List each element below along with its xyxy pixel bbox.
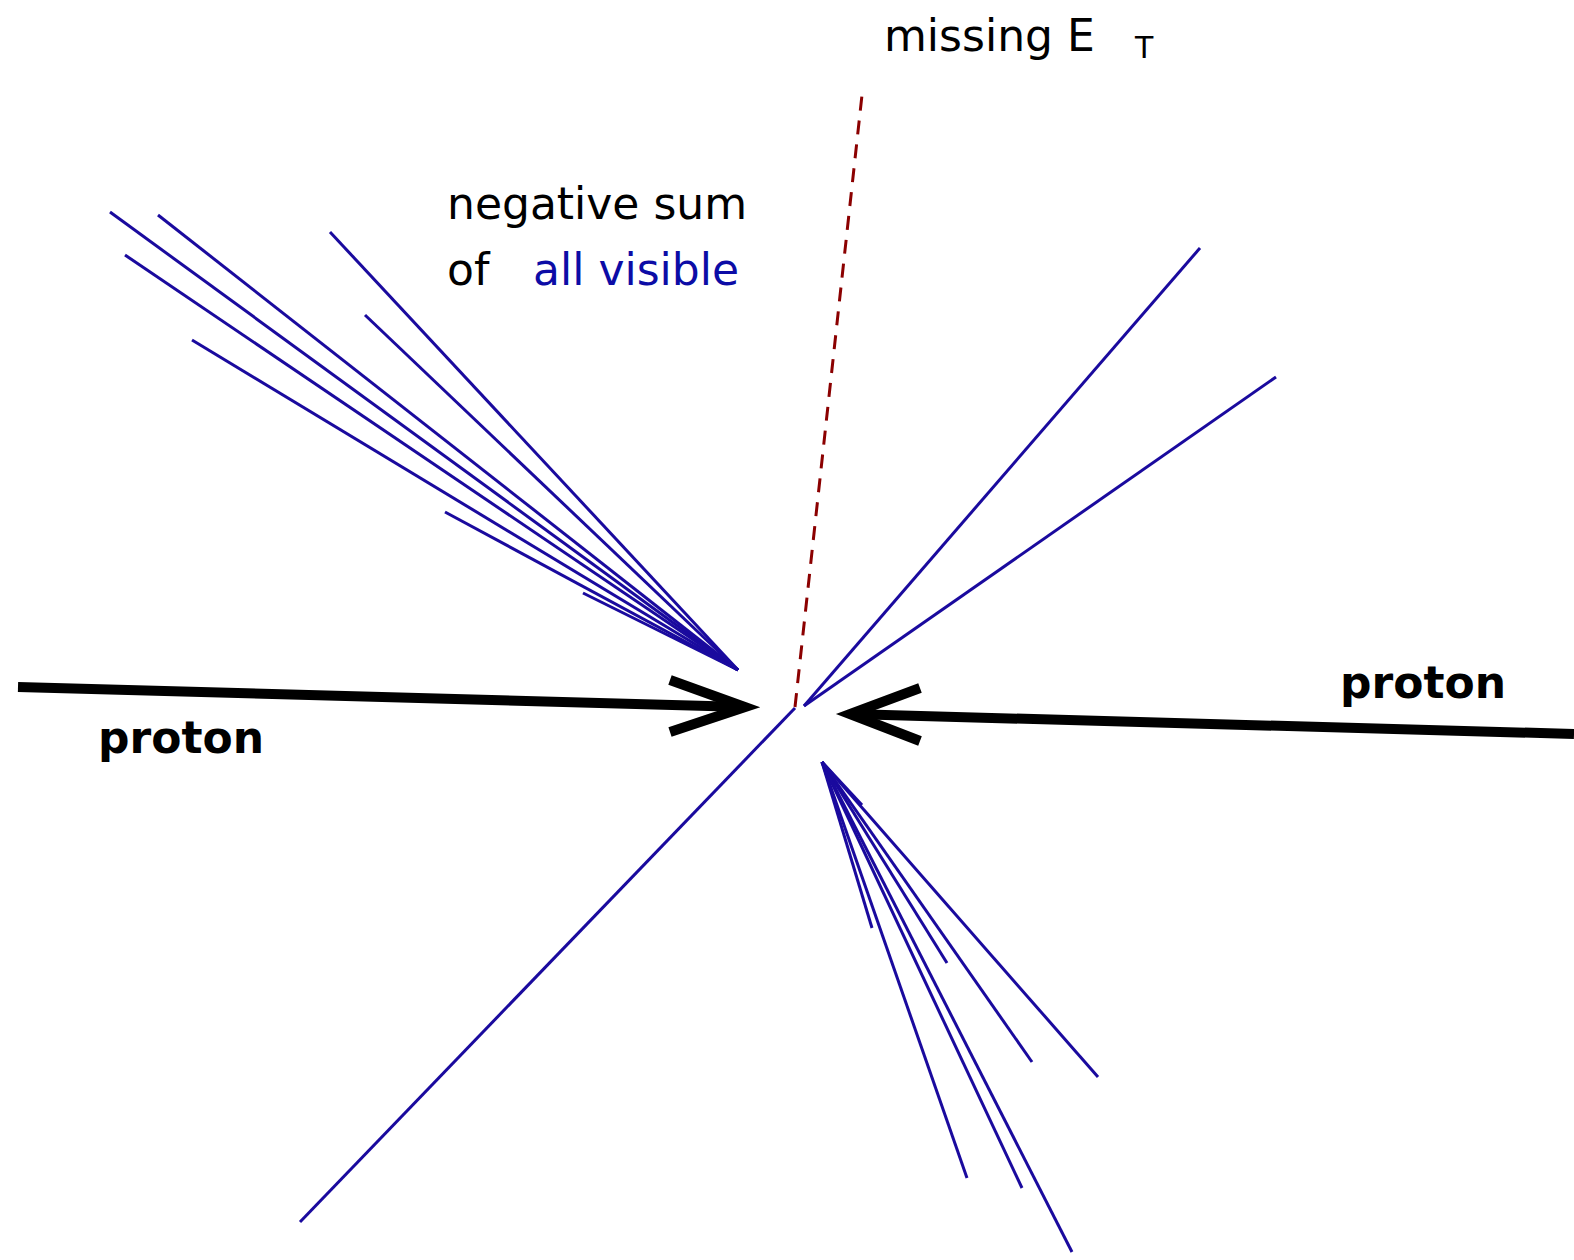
- track: [804, 248, 1200, 706]
- track: [330, 232, 738, 670]
- track: [822, 762, 862, 805]
- quantity-label: missing E: [884, 14, 1095, 58]
- proton-beam-right: [850, 714, 1574, 734]
- beam-label: proton: [1340, 661, 1506, 705]
- track: [822, 762, 967, 1178]
- arrowhead: [670, 680, 745, 732]
- track: [822, 762, 1022, 1188]
- track: [583, 593, 738, 670]
- track: [300, 708, 795, 1222]
- track: [822, 762, 1098, 1077]
- track: [822, 762, 1032, 1062]
- track: [445, 512, 738, 670]
- missing-et-vector: [795, 95, 862, 707]
- arrowhead: [850, 688, 920, 741]
- track: [125, 255, 738, 670]
- track: [822, 762, 1072, 1252]
- beam-label: proton: [98, 716, 264, 760]
- proton-beam-left: [18, 687, 745, 707]
- visible-particle-tracks: [110, 212, 1276, 1252]
- subscript: T: [1135, 33, 1153, 63]
- track: [365, 315, 738, 670]
- track: [822, 762, 947, 963]
- annotation: all visible: [533, 248, 739, 292]
- annotation: of: [447, 248, 489, 292]
- annotation: negative sum: [447, 182, 747, 226]
- track: [804, 377, 1276, 706]
- track: [192, 340, 738, 670]
